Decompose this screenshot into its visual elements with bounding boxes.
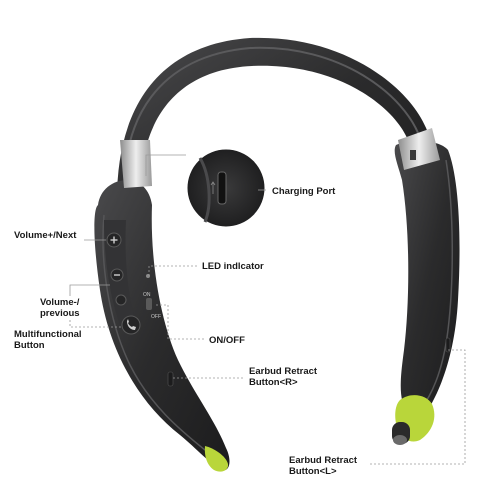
right-joint-notch — [410, 150, 416, 160]
switch-on-label: ON — [143, 292, 151, 298]
callout-line-led — [148, 265, 198, 276]
usb-port-icon — [217, 171, 227, 205]
phone-icon — [127, 319, 136, 330]
left-neck-edge — [102, 214, 206, 451]
callout-led-indicator: LED indlcator — [202, 261, 264, 272]
right-earbud-tip-highlight — [393, 435, 407, 445]
earbud-retract-button-l[interactable] — [445, 337, 451, 353]
callout-multifunctional-button: Multifunctional Button — [14, 329, 82, 351]
right-neck-edge — [419, 159, 454, 411]
left-earbud-tip — [204, 446, 229, 472]
left-neck-piece — [94, 180, 230, 471]
callout-lines — [69, 154, 466, 465]
usb-symbol — [210, 181, 216, 194]
charging-port-zoom-edge — [198, 157, 211, 223]
right-metal-joint — [398, 128, 440, 170]
switch-off-label: OFF — [151, 314, 161, 320]
callout-line-multi — [69, 320, 121, 328]
callout-line-charging — [145, 154, 186, 176]
callout-line-retract-l — [370, 349, 466, 465]
left-metal-joint — [120, 140, 152, 188]
right-neck-piece — [394, 140, 460, 419]
power-switch[interactable] — [146, 298, 152, 310]
earbud-retract-button-r[interactable] — [167, 371, 174, 387]
plus-icon — [110, 236, 118, 244]
callout-line-volume-minus — [69, 284, 110, 296]
callout-earbud-retract-r: Earbud Retract Button<R> — [249, 366, 318, 388]
callout-charging-port: Charging Port — [272, 186, 336, 197]
callout-on-off: ON/OFF — [209, 335, 245, 346]
multifunctional-button[interactable] — [121, 315, 141, 335]
headband-arc — [117, 37, 430, 225]
headband-highlight — [123, 46, 421, 201]
callout-earbud-retract-l: Earbud Retract Button<L> — [289, 455, 358, 477]
multifunction-small-button[interactable] — [115, 294, 127, 306]
callout-volume-minus-previous: Volume-/ previous — [40, 297, 80, 319]
callout-volume-plus-next: Volume+/Next — [14, 230, 77, 241]
callout-line-onoff — [156, 304, 205, 340]
